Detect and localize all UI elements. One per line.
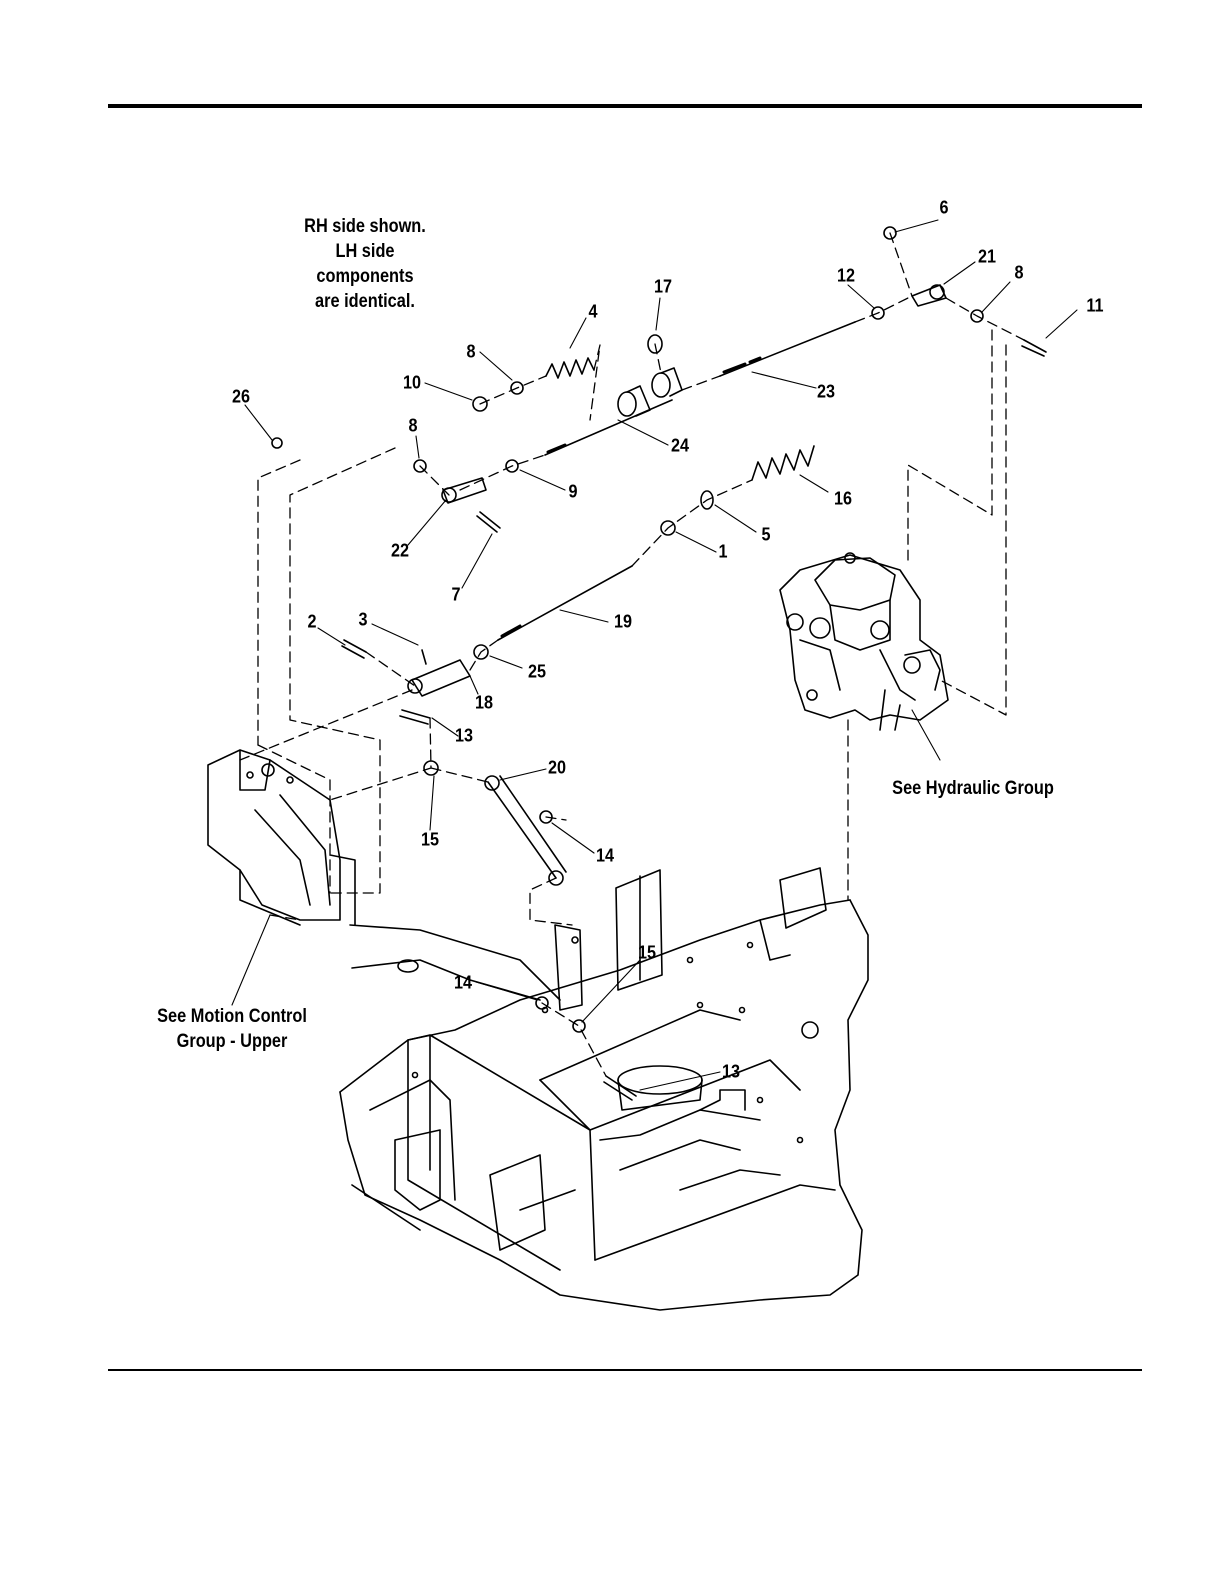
callout-20: 20 — [548, 758, 566, 779]
callout-18: 18 — [475, 693, 493, 714]
hydraulic-group-ref: See Hydraulic Group — [883, 776, 1064, 801]
callout-1: 1 — [718, 542, 727, 563]
rh-side-note: RH side shown. LH side components are id… — [292, 214, 438, 314]
callout-9: 9 — [568, 482, 577, 503]
callout-10: 10 — [403, 373, 421, 394]
motion-control-ref-line1: See Motion Control — [146, 1004, 318, 1029]
motion-control-ref: See Motion Control Group - Upper — [146, 1004, 318, 1054]
callout-3: 3 — [358, 610, 367, 631]
rh-side-note-line3: are identical. — [292, 289, 438, 314]
callout-16: 16 — [834, 489, 852, 510]
callout-11: 11 — [1086, 296, 1103, 317]
callout-19: 19 — [614, 612, 632, 633]
callout-14: 14 — [454, 973, 472, 994]
callout-15: 15 — [638, 943, 656, 964]
motion-control-bracket — [208, 750, 582, 1010]
callout-8: 8 — [408, 416, 417, 437]
rh-side-note-line1: RH side shown. — [292, 214, 438, 239]
hydraulic-group-ref-text: See Hydraulic Group — [883, 776, 1064, 801]
callout-14: 14 — [596, 846, 614, 867]
motion-control-ref-line2: Group - Upper — [146, 1029, 318, 1054]
callout-21: 21 — [978, 247, 996, 268]
callout-23: 23 — [817, 382, 835, 403]
callout-17: 17 — [654, 277, 672, 298]
callout-25: 25 — [528, 662, 546, 683]
callout-6: 6 — [939, 198, 948, 219]
callout-15: 15 — [421, 830, 439, 851]
callout-13: 13 — [455, 726, 473, 747]
callout-2: 2 — [307, 612, 316, 633]
frame-assembly — [340, 868, 868, 1310]
callout-4: 4 — [588, 302, 597, 323]
callout-26: 26 — [232, 387, 250, 408]
callout-7: 7 — [451, 585, 460, 606]
hydraulic-pump — [780, 553, 948, 730]
callout-13: 13 — [722, 1062, 740, 1083]
linkage-parts — [272, 227, 1046, 1100]
callout-24: 24 — [671, 436, 689, 457]
callout-5: 5 — [761, 525, 770, 546]
callout-12: 12 — [837, 266, 855, 287]
callout-22: 22 — [391, 541, 409, 562]
rh-side-note-line2: LH side components — [292, 239, 438, 289]
callout-8: 8 — [1014, 263, 1023, 284]
callout-8: 8 — [466, 342, 475, 363]
